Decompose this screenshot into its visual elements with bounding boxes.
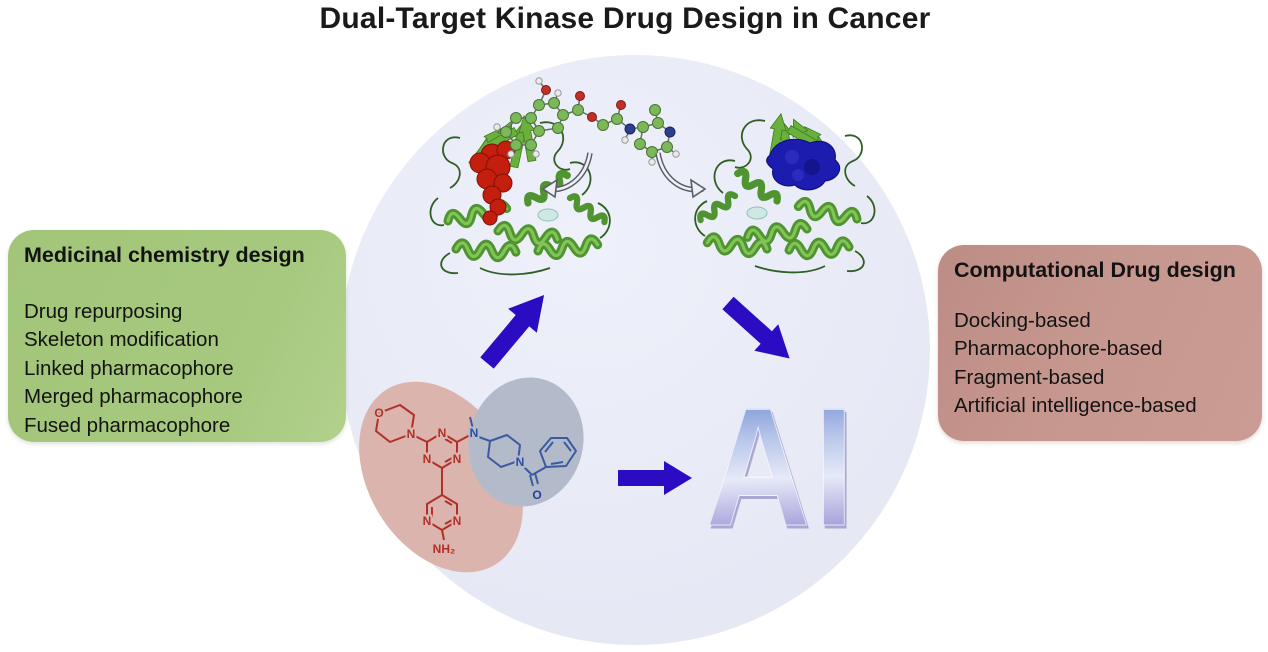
binding-site-blue: [766, 138, 841, 191]
arrow-down-right-icon: [716, 289, 802, 372]
pharmacophore-ellipse-gray: [468, 377, 584, 507]
right-panel-list: Docking-based Pharmacophore-based Fragme…: [954, 307, 1262, 421]
ai-3d-text: AI: [706, 373, 858, 561]
list-item: Docking-based: [954, 308, 1091, 332]
atom-label: NH₂: [433, 542, 456, 556]
list-item: Pharmacophore-based: [954, 337, 1163, 361]
curved-arrow-left-icon: [541, 152, 593, 199]
atom-label: N: [423, 514, 432, 528]
atom-label: N: [438, 426, 447, 440]
list-item: Skeleton modification: [24, 328, 219, 352]
binding-site-red: [469, 140, 516, 226]
arrow-up-icon: [472, 282, 559, 376]
chemical-structure-red: O N N N N N N NH₂: [372, 404, 473, 558]
chemical-structure-blue: N N O: [468, 416, 577, 504]
list-item: Artificial intelligence-based: [954, 394, 1197, 418]
computational-drug-panel: Computational Drug design Docking-based …: [938, 245, 1262, 441]
list-item: Fragment-based: [954, 365, 1105, 389]
list-item: Linked pharmacophore: [24, 356, 234, 380]
atom-label: N: [453, 452, 462, 466]
atom-label: N: [453, 514, 462, 528]
atom-label: N: [470, 426, 479, 440]
arrow-right-icon: [618, 461, 692, 495]
atom-label: N: [516, 455, 525, 469]
figure-title: Dual-Target Kinase Drug Design in Cancer: [319, 2, 931, 35]
medicinal-chemistry-panel: Medicinal chemistry design Drug repurpos…: [8, 230, 346, 442]
atom-label: N: [407, 427, 416, 441]
curved-arrow-right-icon: [655, 152, 707, 199]
list-item: Drug repurposing: [24, 299, 183, 323]
list-item: Merged pharmacophore: [24, 385, 243, 409]
right-panel-heading: Computational Drug design: [954, 258, 1236, 282]
atom-label: N: [423, 452, 432, 466]
list-item: Fused pharmacophore: [24, 413, 231, 437]
left-panel-heading: Medicinal chemistry design: [24, 243, 305, 267]
ligand-ball-stick: [493, 77, 680, 166]
left-panel-list: Drug repurposing Skeleton modification L…: [24, 298, 346, 441]
central-diagram-svg: O N N N N N N NH₂ N N O: [359, 77, 930, 573]
atom-label: O: [374, 406, 383, 420]
right-kinase-protein: [695, 112, 874, 272]
left-kinase-protein: [430, 114, 609, 274]
atom-label: O: [532, 488, 541, 502]
